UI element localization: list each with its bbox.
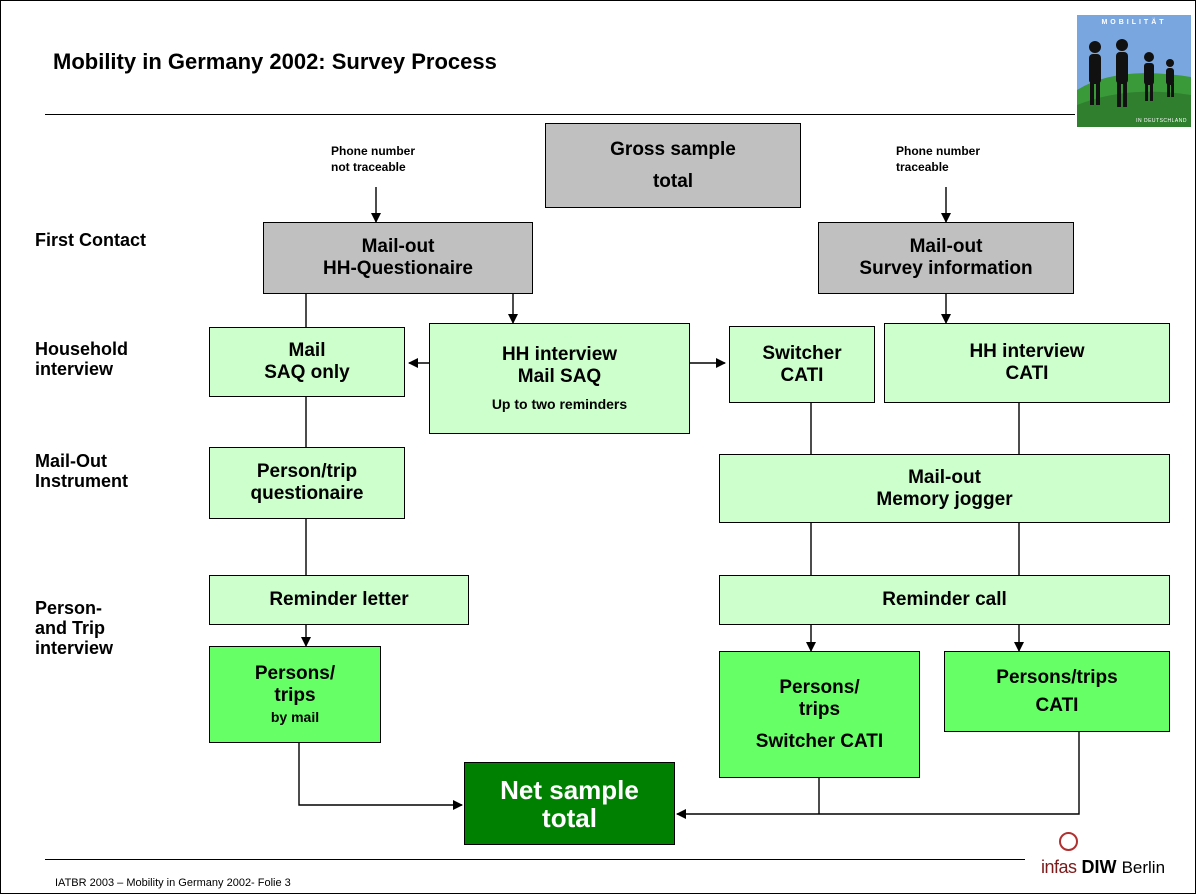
note-traceable: Phone number traceable bbox=[896, 143, 980, 175]
hh-cati-line2: CATI bbox=[1005, 363, 1049, 384]
reminder-letter-text: Reminder letter bbox=[269, 589, 409, 610]
arrow-mail-to-net bbox=[298, 743, 463, 810]
row-label-person-line3: interview bbox=[35, 638, 114, 658]
hh-interview-cati-box: HH interview CATI bbox=[884, 323, 1170, 403]
hh-cati-line1: HH interview bbox=[969, 341, 1085, 362]
hh-interview-mail-saq-box: HH interview Mail SAQ Up to two reminder… bbox=[429, 323, 690, 434]
pt-mail-line1: Persons/ bbox=[254, 662, 336, 684]
row-label-household-line1: Household bbox=[35, 339, 128, 359]
berlin-logo-text: Berlin bbox=[1121, 858, 1166, 877]
mail-saq-line2: SAQ only bbox=[264, 362, 350, 383]
switcher-line2: CATI bbox=[780, 364, 824, 386]
mobilitaet-logo: MOBILITÄT IN DEUTSCHLAND bbox=[1077, 15, 1191, 127]
row-label-mailout: Mail-Out Instrument bbox=[35, 451, 128, 491]
pt-cati-line1: Persons/trips bbox=[996, 666, 1118, 688]
logo-top-text: MOBILITÄT bbox=[1101, 19, 1167, 26]
person-q-line1: Person/trip bbox=[256, 461, 358, 482]
persons-trips-cati-box: Persons/trips CATI bbox=[944, 651, 1170, 732]
logo-graphic bbox=[1077, 15, 1191, 127]
person-q-line2: questionaire bbox=[250, 483, 364, 504]
net-sample-line1: Net sample bbox=[500, 774, 639, 805]
note-not-traceable: Phone number not traceable bbox=[331, 143, 415, 175]
reminder-call-box: Reminder call bbox=[719, 575, 1170, 625]
row-label-mailout-line1: Mail-Out bbox=[35, 451, 107, 471]
footer-text: IATBR 2003 – Mobility in Germany 2002- F… bbox=[55, 877, 291, 889]
switcher-cati-box: Switcher CATI bbox=[729, 326, 875, 403]
mailout-info-line2: Survey information bbox=[859, 258, 1033, 279]
net-sample-line2: total bbox=[542, 802, 597, 833]
row-label-person-line2: and Trip bbox=[35, 618, 106, 638]
row-label-person-trip: Person- and Trip interview bbox=[35, 598, 113, 658]
gross-sample-box: Gross sample total bbox=[545, 123, 801, 208]
mailout-info-line1: Mail-out bbox=[909, 236, 983, 257]
pt-switch-line2: trips bbox=[798, 698, 841, 720]
persons-trips-mail-box: Persons/ trips by mail bbox=[209, 646, 381, 743]
note-right-line2: traceable bbox=[896, 160, 949, 174]
mail-saq-line1: Mail bbox=[288, 340, 326, 361]
persons-trips-switcher-box: Persons/ trips Switcher CATI bbox=[719, 651, 920, 778]
mail-saq-only-box: Mail SAQ only bbox=[209, 327, 405, 397]
hh-mail-line3: Up to two reminders bbox=[491, 395, 628, 412]
note-left-line2: not traceable bbox=[331, 160, 406, 174]
mailout-survey-info-box: Mail-out Survey information bbox=[818, 222, 1074, 294]
infas-logo-text: infas bbox=[1041, 857, 1077, 877]
reminder-letter-box: Reminder letter bbox=[209, 575, 469, 625]
logo-bottom-text: IN DEUTSCHLAND bbox=[1136, 118, 1187, 124]
mailout-hh-questionaire-box: Mail-out HH-Questionaire bbox=[263, 222, 533, 294]
hh-mail-line1: HH interview bbox=[501, 343, 618, 365]
row-label-mailout-line2: Instrument bbox=[35, 471, 129, 491]
infas-diw-logo: infas DIW Berlin bbox=[1041, 857, 1165, 878]
memory-line2: Memory jogger bbox=[876, 488, 1013, 510]
diw-logo-text: DIW bbox=[1081, 857, 1117, 877]
gross-sample-line2: total bbox=[652, 170, 694, 192]
pt-mail-line2: trips bbox=[274, 684, 316, 706]
row-label-household: Household interview bbox=[35, 339, 128, 379]
arrow-cati-to-net bbox=[676, 732, 1080, 819]
switcher-line1: Switcher bbox=[762, 342, 842, 364]
pt-switch-line3: Switcher CATI bbox=[755, 730, 884, 752]
net-sample-total-box: Net sample total bbox=[464, 762, 675, 845]
mailout-hh-line2: HH-Questionaire bbox=[323, 258, 473, 279]
infas-seal-icon bbox=[1059, 832, 1078, 851]
reminder-call-text: Reminder call bbox=[882, 589, 1007, 610]
page-title: Mobility in Germany 2002: Survey Process bbox=[53, 49, 497, 74]
row-label-person-line1: Person- bbox=[35, 598, 103, 618]
footer-divider bbox=[45, 859, 1025, 860]
memory-line1: Mail-out bbox=[908, 466, 981, 488]
pt-mail-line3: by mail bbox=[270, 708, 320, 725]
row-label-first-contact: First Contact bbox=[35, 230, 147, 250]
mailout-memory-jogger-box: Mail-out Memory jogger bbox=[719, 454, 1170, 523]
mailout-hh-line1: Mail-out bbox=[361, 236, 435, 257]
person-trip-questionaire-box: Person/trip questionaire bbox=[209, 447, 405, 519]
title-divider bbox=[45, 114, 1075, 115]
note-left-line1: Phone number bbox=[331, 144, 416, 158]
gross-sample-line1: Gross sample bbox=[610, 138, 736, 160]
pt-cati-line2: CATI bbox=[1035, 694, 1079, 716]
row-label-household-line2: interview bbox=[35, 359, 114, 379]
note-right-line1: Phone number bbox=[896, 144, 981, 158]
hh-mail-line2: Mail SAQ bbox=[517, 365, 602, 387]
pt-switch-line1: Persons/ bbox=[779, 676, 860, 698]
